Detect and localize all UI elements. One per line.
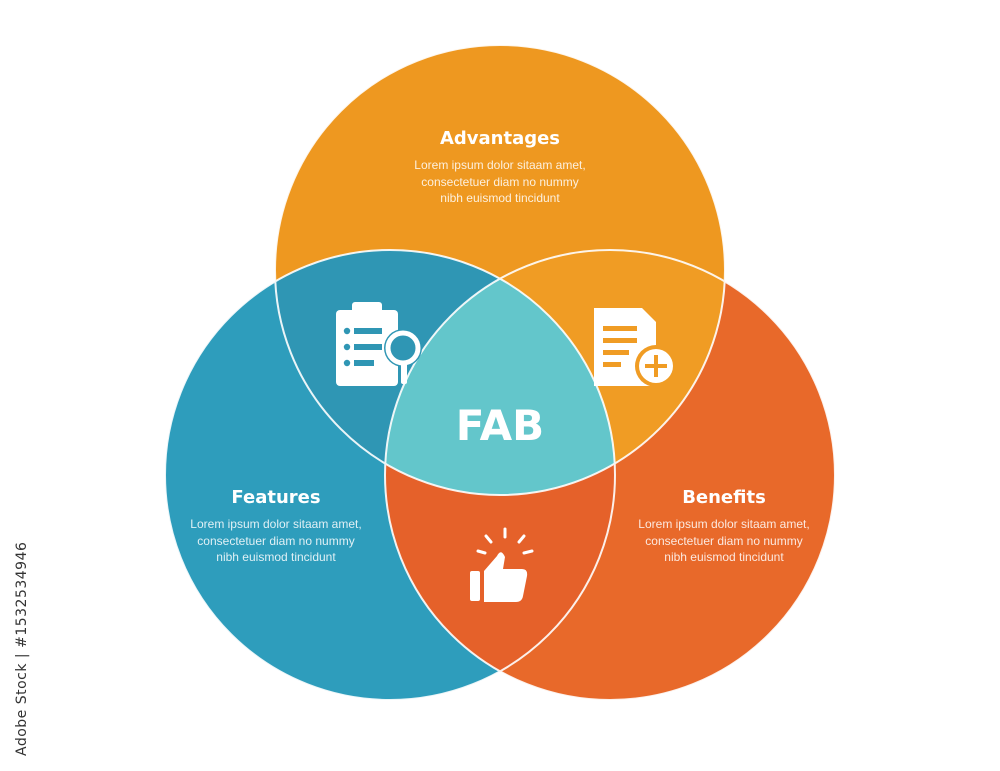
advantages-line-3: nibh euismod tincidunt	[440, 191, 560, 205]
center-label: FAB	[456, 401, 544, 450]
benefits-heading: Benefits	[682, 487, 766, 508]
advantages-heading: Advantages	[440, 128, 560, 149]
features-line-2: consectetuer diam no nummy	[197, 534, 354, 548]
stock-credit: Adobe Stock | #1532534946	[14, 542, 30, 756]
stock-credit-text: Adobe Stock | #1532534946	[14, 542, 30, 756]
features-heading: Features	[231, 487, 320, 508]
advantages-line-2: consectetuer diam no nummy	[421, 175, 578, 189]
clipboard-search-icon	[336, 302, 422, 386]
advantages-line-1: Lorem ipsum dolor sitaam amet,	[414, 158, 585, 172]
features-line-3: nibh euismod tincidunt	[216, 550, 336, 564]
features-line-1: Lorem ipsum dolor sitaam amet,	[190, 517, 361, 531]
benefits-line-3: nibh euismod tincidunt	[664, 550, 784, 564]
thumbs-up-icon	[470, 527, 534, 602]
circle-outlines	[164, 44, 836, 701]
benefits-line-2: consectetuer diam no nummy	[645, 534, 802, 548]
document-add-icon	[594, 308, 677, 387]
benefits-line-1: Lorem ipsum dolor sitaam amet,	[638, 517, 809, 531]
